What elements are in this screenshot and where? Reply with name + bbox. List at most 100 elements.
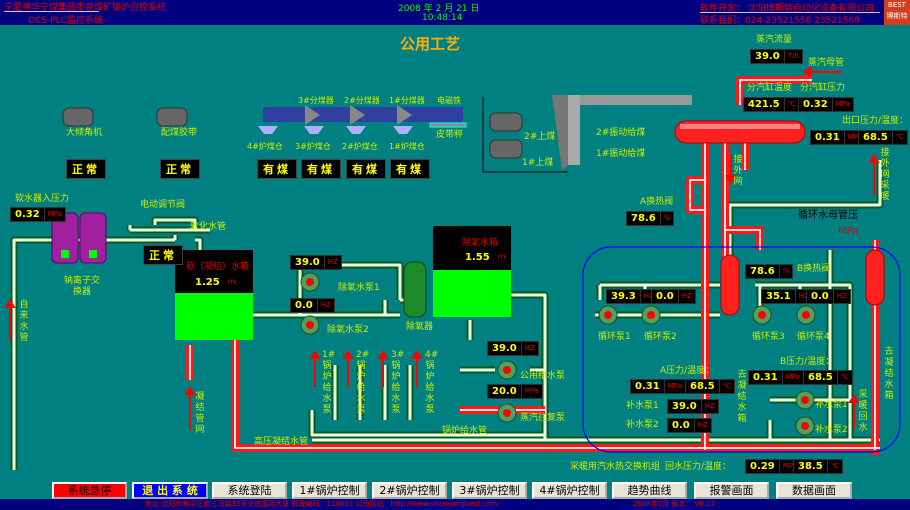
exit-system-button[interactable]: 退 出 系 统 [132,482,208,499]
label-b-valve: B换热阀 [797,264,831,274]
soft-tank-level: 1.25 m [195,277,235,288]
boiler3-control-button[interactable]: 3#锅炉控制 [452,482,527,499]
label-magnet: 电磁铁 [437,96,461,105]
label-boiler-pump4: 4#锅炉给水泵 [425,350,439,415]
date: 2008 年 2 月 21 日 [398,4,480,14]
label-to-heat: 接外网采暖 [880,148,890,202]
label-tilt-machine: 大倾角机 [66,128,103,138]
label-upcoal2: 2#上煤 [524,132,556,142]
label-soft-tank: 软（凝结）水箱 [186,262,250,272]
readout-a-valve: 78.6% [626,211,675,226]
label-splitter2: 2#分煤器 [344,96,380,105]
label-circ-pump3: 循环泵3 [752,332,785,342]
header-bar: 宁夏神华宁煤集团枣泉煤矿锅炉自控系统 DCS-PLC监控系统 2008 年 2 … [0,0,910,26]
label-coal-belt: 配煤胶带 [161,128,198,138]
label-outlet: 出口压力/温度： [842,116,909,126]
readout-sub-temp: 421.5℃ [743,97,800,112]
footer-address: 地址:沈阳市和平区南三马路33号总统国际大厦 邮政编码：110001 公司网站：… [145,500,498,508]
label-a-valve: A换热阀 [640,197,674,207]
label-deaer-pump1: 除氧水泵1 [338,283,380,293]
label-boiler-pump1: 1#锅炉给水泵 [322,350,336,415]
readout-b-valve: 78.6% [745,264,794,279]
label-splitter3: 3#分煤器 [298,96,334,105]
level-value: 1.55 [465,252,490,263]
trend-curve-button[interactable]: 趋势曲线 [612,482,687,499]
label-return-pt: 回水压力/温度： [665,462,732,472]
label-steam-flow: 蒸汽流量 [756,35,793,45]
boiler1-control-button[interactable]: 1#锅炉控制 [292,482,367,499]
divider [700,12,880,13]
label-heat-return: 采暖回水 [858,390,868,433]
label-circ-press: 循环水母管压 [798,210,858,221]
label-steam-pump: 蒸汽往复泵 [520,413,566,423]
label-to-cond-b: 去凝结水箱 [884,347,894,401]
boiler4-control-button[interactable]: 4#锅炉控制 [532,482,607,499]
status-coal-belt: 正常 [160,159,200,179]
label-deaer-pump2: 除氧水泵2 [327,325,369,335]
readout-a-temp: 68.5℃ [685,379,735,394]
label-bin2: 2#炉煤仓 [342,142,378,151]
status-bin1: 有煤 [390,159,430,179]
label-makeup1: 补水泵1 [626,401,659,411]
label-vib1: 1#振动给煤 [596,149,646,159]
label-a-pt: A压力/温度： [660,366,715,376]
emergency-stop-button[interactable]: 系统急停 [52,482,127,499]
divider [4,11,99,12]
label-b-pt: B压力/温度： [780,357,835,367]
label-steam-main: 蒸汽母管 [808,58,845,68]
readout-out-temp: 68.5℃ [858,130,908,145]
label-to-net: 接外网 [733,155,743,187]
label-sub-press: 分汽缸压力 [800,83,846,93]
level-unit: m [227,277,236,286]
system-login-button[interactable]: 系统登陆 [212,482,287,499]
readout-b-temp: 68.5℃ [803,370,853,385]
readout-return-temp: 38.5℃ [793,459,843,474]
label-upcoal1: 1#上煤 [522,158,554,168]
label-makeup2-pump: 补水泵2 [815,425,848,435]
label-bin3: 3#炉煤仓 [295,142,331,151]
label-deaer-tank: 除氧水箱 [462,238,499,248]
label-cond-net: 凝结管网 [195,392,205,435]
label-feed-pipe: 锅炉给水管 [442,426,488,436]
alarm-screen-button[interactable]: 报警画面 [694,482,769,499]
level-value: 1.25 [195,277,220,288]
deaer-tank-level: 1.55 m [465,252,505,263]
status-tilt-machine: 正常 [66,159,106,179]
status-bin2: 有煤 [346,159,386,179]
level-unit: m [497,252,506,261]
label-boiler-pump3: 3#锅炉给水泵 [391,350,405,415]
label-tap-water: 自来水管 [19,300,29,343]
boiler2-control-button[interactable]: 2#锅炉控制 [372,482,447,499]
footer-bar: 地址:沈阳市和平区南三马路33号总统国际大厦 邮政编码：110001 公司网站：… [0,499,910,510]
label-softener-in: 软水器入压力 [15,194,70,204]
developer: 软件开发： 沈阳博斯特自动化设备有限公司 [700,4,874,14]
page-title: 公用工艺 [400,35,461,53]
data-screen-button[interactable]: 数据画面 [776,482,852,499]
label-sub-temp: 分汽缸温度 [747,83,793,93]
label-makeup1-pump: 补水泵1 [815,400,848,410]
label-circ-pump1: 循环泵1 [598,332,631,342]
label-boiler-pump2: 2#锅炉给水泵 [356,350,370,415]
label-elec-valve: 电动调节阀 [140,200,186,210]
system-subtitle: DCS-PLC监控系统 [28,16,103,26]
label-public-pump: 公用给水泵 [520,371,566,381]
label-belt-scale: 皮带秤 [436,130,464,140]
label-hp-cond-pipe: 高压凝结水管 [254,437,309,447]
clock: 10:48:14 [422,13,463,23]
label-vib2: 2#振动给煤 [596,128,646,138]
label-bin1: 1#炉煤仓 [389,142,425,151]
